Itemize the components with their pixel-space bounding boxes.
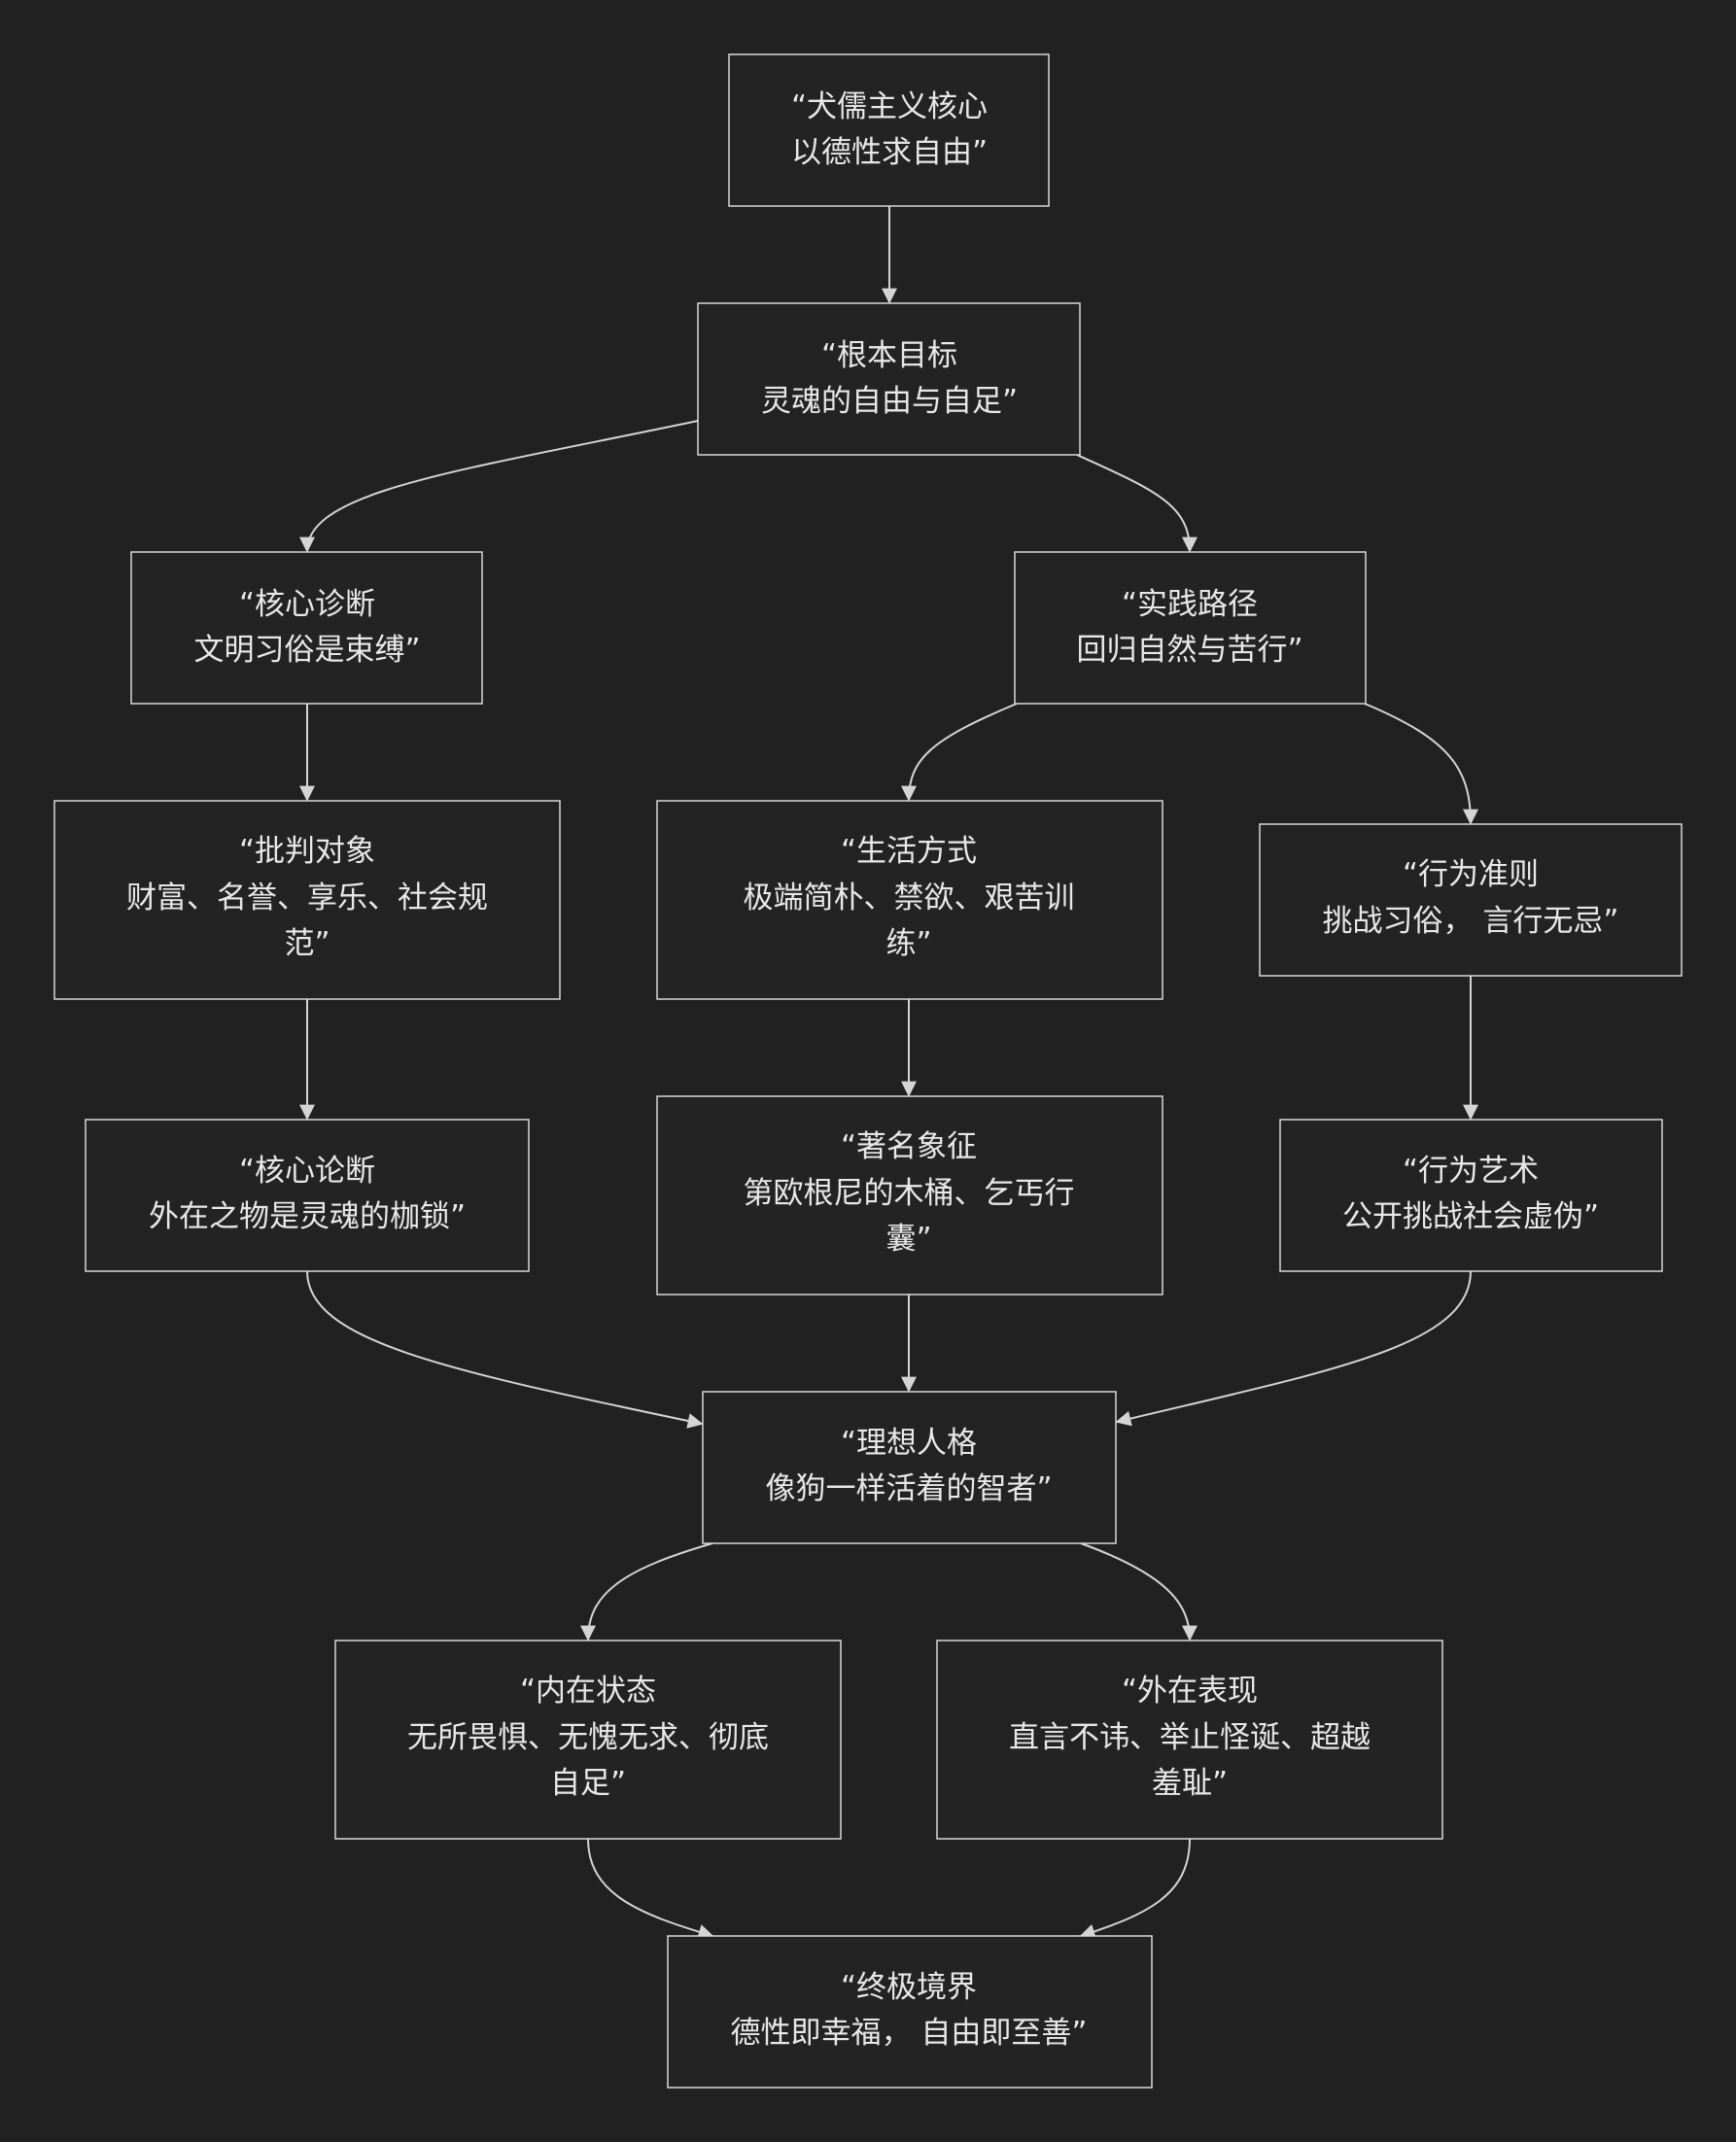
node-ultimate-realm-line-2: 德性即幸福， 自由即至善” <box>731 2016 1088 2051</box>
node-core-thesis-line-1: “核心论断 <box>239 1154 375 1189</box>
edge-art-to-ideal <box>1115 1270 1472 1427</box>
node-core-diagnosis-line-1: “核心诊断 <box>239 587 375 622</box>
node-core-thesis-line-2: 外在之物是灵魂的枷锁” <box>149 1199 466 1234</box>
node-ultimate-realm: “终极境界 德性即幸福， 自由即至善” <box>667 1935 1153 2089</box>
edge-goal-to-diagnosis <box>299 420 699 553</box>
node-lifestyle-line-1: “生活方式 <box>841 834 977 869</box>
node-conduct-principle-line-1: “行为准则 <box>1403 857 1539 892</box>
node-ultimate-realm-line-1: “终极境界 <box>841 1970 977 2005</box>
node-conduct-principle-line-2: 挑战习俗， 言行无忌” <box>1323 904 1619 939</box>
node-critique-targets-line-2: 财富、名誉、享乐、社会规 <box>126 881 488 916</box>
node-famous-symbol-line-2: 第欧根尼的木桶、乞丐行 <box>744 1176 1075 1211</box>
node-outer-expression: “外在表现 直言不讳、举止怪诞、超越 羞耻” <box>936 1640 1443 1840</box>
node-lifestyle-line-3: 练” <box>885 926 931 961</box>
edge-thesis-to-ideal <box>306 1270 704 1429</box>
node-famous-symbol-line-1: “著名象征 <box>841 1129 977 1164</box>
node-inner-state-line-1: “内在状态 <box>520 1674 656 1709</box>
node-outer-expression-line-3: 羞耻” <box>1152 1766 1228 1801</box>
node-famous-symbol: “著名象征 第欧根尼的木桶、乞丐行 囊” <box>656 1095 1163 1296</box>
node-famous-symbol-line-3: 囊” <box>885 1222 931 1257</box>
node-practice-path-line-1: “实践路径 <box>1122 587 1258 622</box>
edge-path-to-lifestyle <box>901 703 1018 802</box>
node-practice-path: “实践路径 回归自然与苦行” <box>1014 551 1367 705</box>
edges <box>299 206 1478 1940</box>
node-core-diagnosis-line-2: 文明习俗是束缚” <box>193 633 420 668</box>
node-outer-expression-line-2: 直言不讳、举止怪诞、超越 <box>1009 1720 1371 1755</box>
node-performance-art-line-2: 公开挑战社会虚伪” <box>1342 1199 1599 1234</box>
edge-ideal-to-inner <box>580 1542 713 1641</box>
node-ideal-personality: “理想人格 像狗一样活着的智者” <box>702 1391 1117 1544</box>
node-inner-state-line-2: 无所畏惧、无愧无求、彻底 <box>407 1720 769 1755</box>
node-cynicism-core-line-2: 以德性求自由” <box>791 135 988 170</box>
node-lifestyle: “生活方式 极端简朴、禁欲、艰苦训 练” <box>656 800 1163 1000</box>
node-performance-art: “行为艺术 公开挑战社会虚伪” <box>1279 1119 1663 1272</box>
node-critique-targets-line-3: 范” <box>284 926 330 961</box>
node-cynicism-core: “犬儒主义核心 以德性求自由” <box>728 53 1050 207</box>
node-core-diagnosis: “核心诊断 文明习俗是束缚” <box>130 551 483 705</box>
node-ideal-personality-line-2: 像狗一样活着的智者” <box>765 1471 1052 1506</box>
node-practice-path-line-2: 回归自然与苦行” <box>1076 633 1302 668</box>
edge-goal-to-path <box>1076 454 1198 553</box>
node-ideal-personality-line-1: “理想人格 <box>841 1426 977 1461</box>
edge-path-to-principle <box>1364 703 1478 825</box>
node-fundamental-goal-line-1: “根本目标 <box>821 338 957 373</box>
node-fundamental-goal-line-2: 灵魂的自由与自足” <box>761 384 1018 419</box>
edge-inner-to-ultimate <box>587 1838 714 1940</box>
node-critique-targets: “批判对象 财富、名誉、享乐、社会规 范” <box>53 800 561 1000</box>
node-inner-state-line-3: 自足” <box>550 1766 626 1801</box>
node-outer-expression-line-1: “外在表现 <box>1122 1674 1258 1709</box>
node-inner-state: “内在状态 无所畏惧、无愧无求、彻底 自足” <box>334 1640 842 1840</box>
node-performance-art-line-1: “行为艺术 <box>1403 1154 1539 1189</box>
edge-ideal-to-outer <box>1080 1542 1198 1641</box>
node-fundamental-goal: “根本目标 灵魂的自由与自足” <box>697 302 1081 456</box>
node-critique-targets-line-1: “批判对象 <box>239 834 375 869</box>
node-conduct-principle: “行为准则 挑战习俗， 言行无忌” <box>1259 823 1683 977</box>
edge-outer-to-ultimate <box>1079 1838 1191 1940</box>
node-core-thesis: “核心论断 外在之物是灵魂的枷锁” <box>85 1119 530 1272</box>
node-cynicism-core-line-1: “犬儒主义核心 <box>791 89 988 124</box>
node-lifestyle-line-2: 极端简朴、禁欲、艰苦训 <box>744 881 1075 916</box>
